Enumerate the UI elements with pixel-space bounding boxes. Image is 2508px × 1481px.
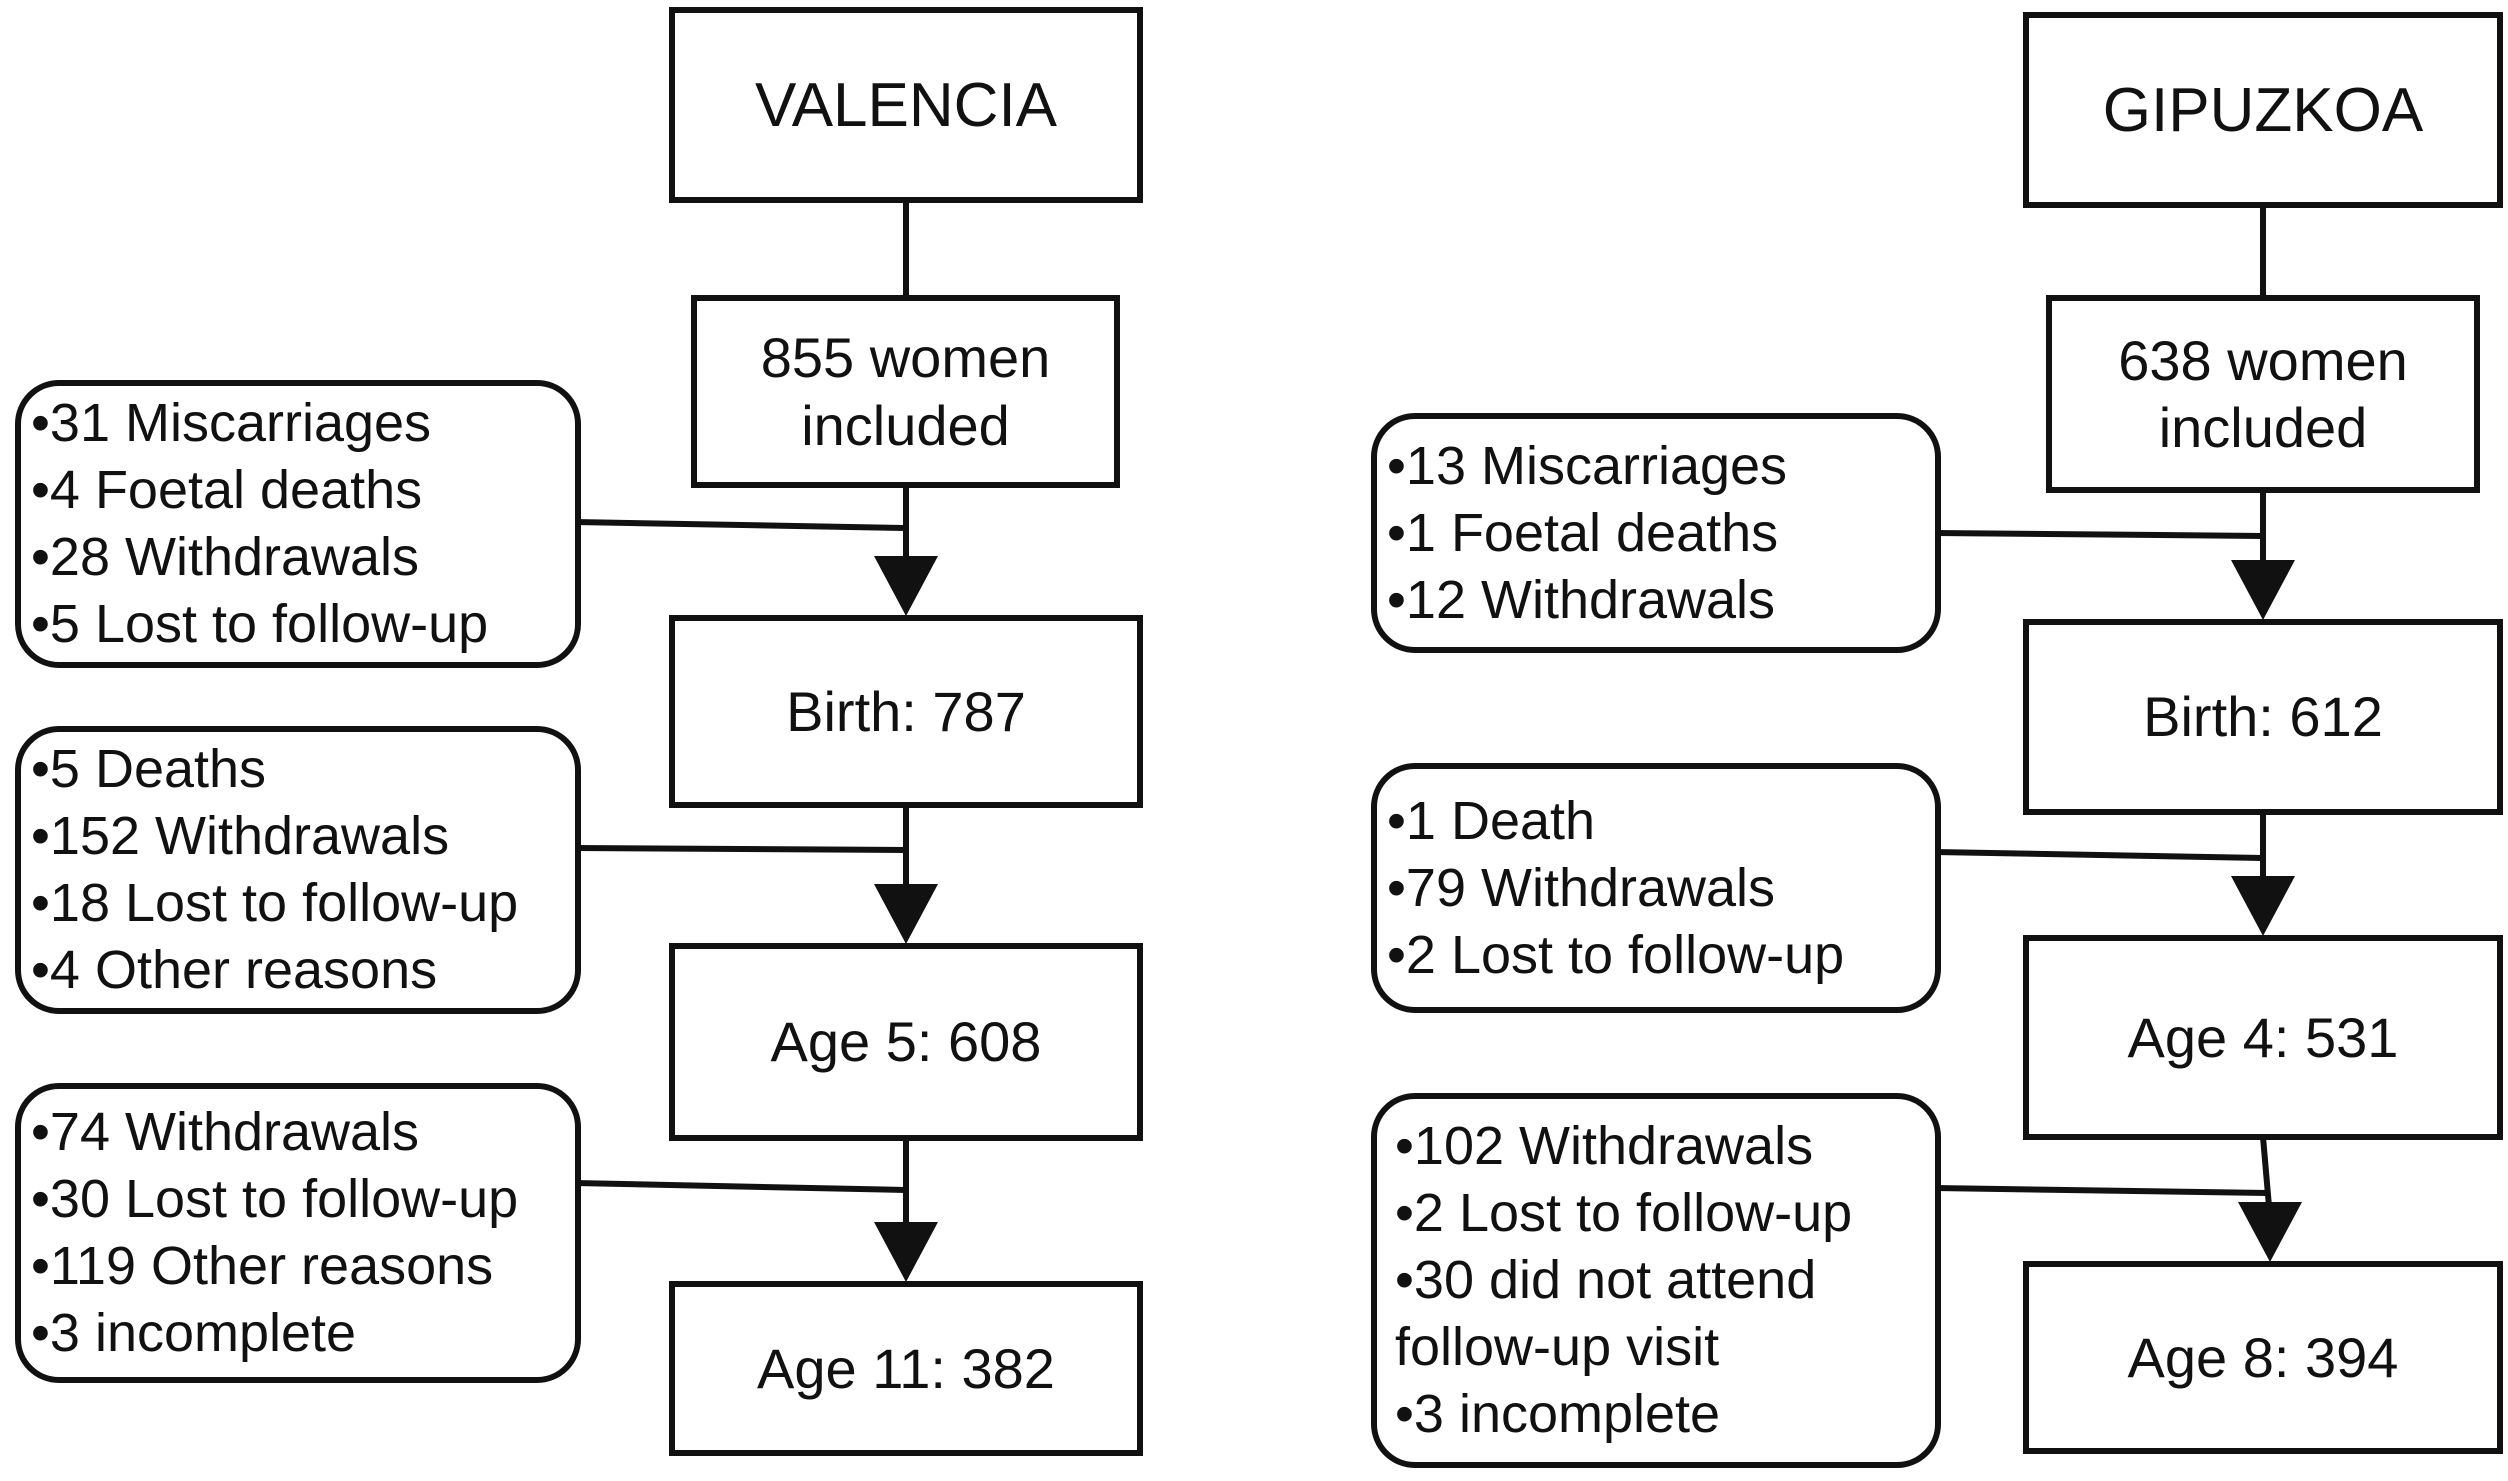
valencia-age-second-count: Age 11: 382 — [757, 1336, 1055, 1400]
valencia-enrolled-box: 855 women included — [691, 295, 1120, 488]
valencia-branch-before-birth — [574, 519, 907, 531]
gipuzkoa-title-box: GIPUZKOA — [2023, 12, 2503, 208]
exclusion-item: •102 Withdrawals — [1395, 1116, 1814, 1176]
gipuzkoa-age-first-count: Age 4: 531 — [2127, 1005, 2399, 1069]
exclusion-item: follow-up visit — [1395, 1317, 1720, 1377]
exclusion-item: •79 Withdrawals — [1387, 857, 1776, 918]
gipuzkoa-arrowhead-age-first — [2231, 876, 2295, 936]
gipuzkoa-arrowhead-birth — [2231, 560, 2295, 620]
valencia-arrowhead-birth — [874, 556, 938, 616]
gipuzkoa-title: GIPUZKOA — [2102, 75, 2424, 145]
exclusion-item: •31 Miscarriages — [31, 393, 432, 453]
valencia-age-second-box: Age 11: 382 — [669, 1281, 1143, 1456]
valencia-exclusions-before-age-first: •5 Deaths •152 Withdrawals •18 Lost to f… — [15, 726, 581, 1014]
valencia-age-first-box: Age 5: 608 — [669, 943, 1143, 1141]
exclusion-item: •3 incomplete — [31, 1303, 357, 1363]
valencia-arrowhead-age-second — [874, 1222, 938, 1282]
gipuzkoa-age-second-box: Age 8: 394 — [2023, 1261, 2503, 1454]
exclusion-item: •5 Deaths — [31, 739, 267, 799]
exclusion-item: •152 Withdrawals — [31, 806, 450, 866]
exclusion-item: •1 Foetal deaths — [1387, 502, 1779, 563]
exclusion-item: •5 Lost to follow-up — [31, 594, 489, 654]
valencia-branch-before-age-first — [574, 845, 907, 853]
exclusion-item: •3 incomplete — [1395, 1384, 1721, 1444]
valencia-branch-before-age-second — [574, 1180, 907, 1193]
gipuzkoa-birth-box: Birth: 612 — [2023, 619, 2503, 815]
gipuzkoa-enrolled-line-2: included — [2158, 396, 2368, 459]
valencia-exclusions-before-age-second: •74 Withdrawals •30 Lost to follow-up •1… — [15, 1083, 581, 1383]
gipuzkoa-branch-before-birth — [1934, 530, 2264, 539]
exclusion-item: •30 Lost to follow-up — [31, 1169, 519, 1229]
gipuzkoa-enrolled-box: 638 women included — [2046, 295, 2480, 493]
gipuzkoa-branch-before-age-second — [1934, 1185, 2269, 1196]
gipuzkoa-exclusions-before-age-second: •102 Withdrawals •2 Lost to follow-up •3… — [1371, 1093, 1941, 1468]
valencia-enrolled-line-2: included — [801, 393, 1010, 457]
gipuzkoa-arrowhead-age-second — [2238, 1202, 2302, 1262]
gipuzkoa-age-first-box: Age 4: 531 — [2023, 935, 2503, 1140]
valencia-title-box: VALENCIA — [669, 7, 1143, 203]
valencia-age-first-count: Age 5: 608 — [770, 1010, 1042, 1074]
gipuzkoa-birth-count: Birth: 612 — [2143, 685, 2383, 749]
gipuzkoa-exclusions-before-birth: •13 Miscarriages •1 Foetal deaths •12 Wi… — [1371, 413, 1941, 653]
exclusion-item: •2 Lost to follow-up — [1395, 1183, 1853, 1243]
valencia-enrolled-line-1: 855 women — [760, 326, 1051, 390]
gipuzkoa-age-second-count: Age 8: 394 — [2127, 1325, 2399, 1389]
valencia-title: VALENCIA — [754, 70, 1058, 140]
exclusion-item: •28 Withdrawals — [31, 527, 420, 587]
valencia-arrowhead-age-first — [874, 884, 938, 944]
exclusion-item: •4 Other reasons — [31, 940, 438, 1000]
exclusion-item: •119 Other reasons — [31, 1236, 494, 1296]
exclusion-item: •12 Withdrawals — [1387, 569, 1776, 630]
exclusion-item: •18 Lost to follow-up — [31, 873, 519, 933]
valencia-birth-count: Birth: 787 — [786, 679, 1026, 743]
exclusion-item: •4 Foetal deaths — [31, 460, 423, 520]
valencia-exclusions-before-birth: •31 Miscarriages •4 Foetal deaths •28 Wi… — [15, 380, 581, 668]
exclusion-item: •30 did not attend — [1395, 1250, 1817, 1310]
exclusion-item: •2 Lost to follow-up — [1387, 924, 1845, 985]
exclusion-item: •13 Miscarriages — [1387, 435, 1788, 496]
gipuzkoa-exclusions-before-age-first: •1 Death •79 Withdrawals •2 Lost to foll… — [1371, 763, 1941, 1013]
gipuzkoa-branch-before-age-first — [1934, 849, 2264, 861]
exclusion-item: •1 Death — [1387, 790, 1596, 851]
exclusion-item: •74 Withdrawals — [31, 1102, 420, 1162]
valencia-birth-box: Birth: 787 — [669, 615, 1143, 808]
gipuzkoa-enrolled-line-1: 638 women — [2118, 328, 2408, 392]
